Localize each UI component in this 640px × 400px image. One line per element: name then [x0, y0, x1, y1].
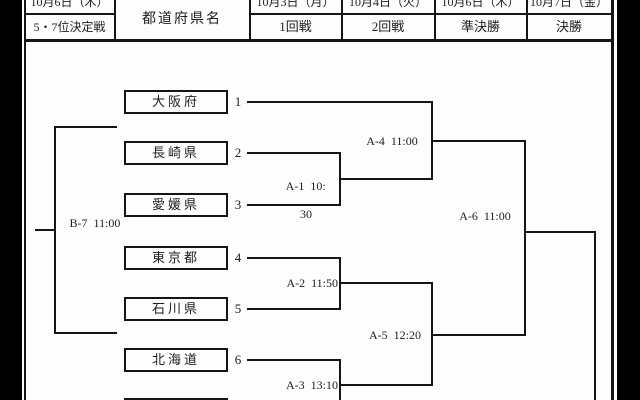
- match-a1-winner-line: [339, 178, 433, 180]
- col-divider-3: [341, 0, 343, 40]
- bracket-sheet: [22, 0, 617, 400]
- match-a2-label: A-2 11:50: [286, 276, 338, 290]
- seed-1: 1: [234, 94, 242, 109]
- letterbox-left: [0, 0, 22, 400]
- table-border-left: [24, 0, 26, 400]
- seed-6: 6: [234, 352, 242, 367]
- line-seed5: [247, 308, 341, 310]
- match-a3-connector: [339, 359, 341, 400]
- match-a4-winner-line: [431, 140, 526, 142]
- team-box-osaka: 大阪府: [124, 90, 228, 114]
- col-divider-1: [114, 0, 116, 40]
- match-a1-label-line1: A-1 10:: [285, 179, 326, 193]
- match-a4-label: A-4 11:00: [366, 134, 418, 148]
- prefecture-col-header: 都道府県名: [142, 12, 222, 27]
- match-b7-arm-bottom: [54, 332, 117, 334]
- date-playoff: 10月6日（木）: [30, 0, 109, 9]
- seed-4: 4: [234, 250, 242, 265]
- final-feed-line: [594, 231, 596, 400]
- seed-2: 2: [234, 145, 242, 160]
- date-final: 10月7日（金）: [529, 0, 608, 9]
- team-box-hokkaido: 北海道: [124, 348, 228, 372]
- header-row-divider-left: [24, 13, 116, 15]
- match-b7-arm-top: [54, 126, 117, 128]
- team-box-nagasaki: 長崎県: [124, 141, 228, 165]
- team-box-7-clipped: [124, 398, 228, 400]
- match-a5-label: A-5 12:20: [369, 328, 421, 342]
- semifinal-label: 準決勝: [460, 19, 500, 34]
- match-a2-winner-line: [339, 282, 433, 284]
- col-divider-4: [434, 0, 436, 40]
- match-a6-label: A-6 11:00: [459, 209, 511, 223]
- team-box-ishikawa: 石川県: [124, 297, 228, 321]
- seed-3: 3: [234, 197, 242, 212]
- letterbox-right: [617, 0, 640, 400]
- line-seed3: [247, 204, 341, 206]
- match-a5-winner-line: [431, 334, 526, 336]
- date-round1: 10月3日（月）: [256, 0, 335, 9]
- team-box-ehime: 愛媛県: [124, 193, 228, 217]
- col-divider-2: [249, 0, 251, 40]
- table-border-right: [611, 0, 614, 400]
- line-seed2: [247, 152, 341, 154]
- col-divider-5: [526, 0, 528, 40]
- match-b7-winner-stub: [35, 229, 56, 231]
- header-row-divider-right: [249, 13, 613, 15]
- final-label: 決勝: [555, 19, 582, 34]
- round-playoff-label: 5・7位決定戦: [33, 20, 106, 34]
- date-semifinal: 10月6日（木）: [441, 0, 520, 9]
- match-a1-label: A-1 10: 30: [270, 165, 330, 235]
- header-bottom-border: [24, 39, 614, 42]
- line-seed4: [247, 257, 341, 259]
- date-round2: 10月4日（火）: [348, 0, 427, 9]
- line-seed1: [247, 101, 432, 103]
- seed-5: 5: [234, 301, 242, 316]
- match-a3-label: A-3 13:10: [286, 378, 338, 392]
- match-b7-label: B-7 11:00: [69, 216, 121, 230]
- line-seed6: [247, 359, 341, 361]
- team-box-tokyo: 東京都: [124, 246, 228, 270]
- match-a6-connector: [524, 140, 526, 336]
- match-a3-winner-line: [339, 384, 433, 386]
- round2-label: 2回戦: [371, 19, 405, 34]
- round1-label: 1回戦: [279, 19, 312, 34]
- match-a1-label-line2: 30: [300, 207, 312, 221]
- match-a6-winner-line: [524, 231, 596, 233]
